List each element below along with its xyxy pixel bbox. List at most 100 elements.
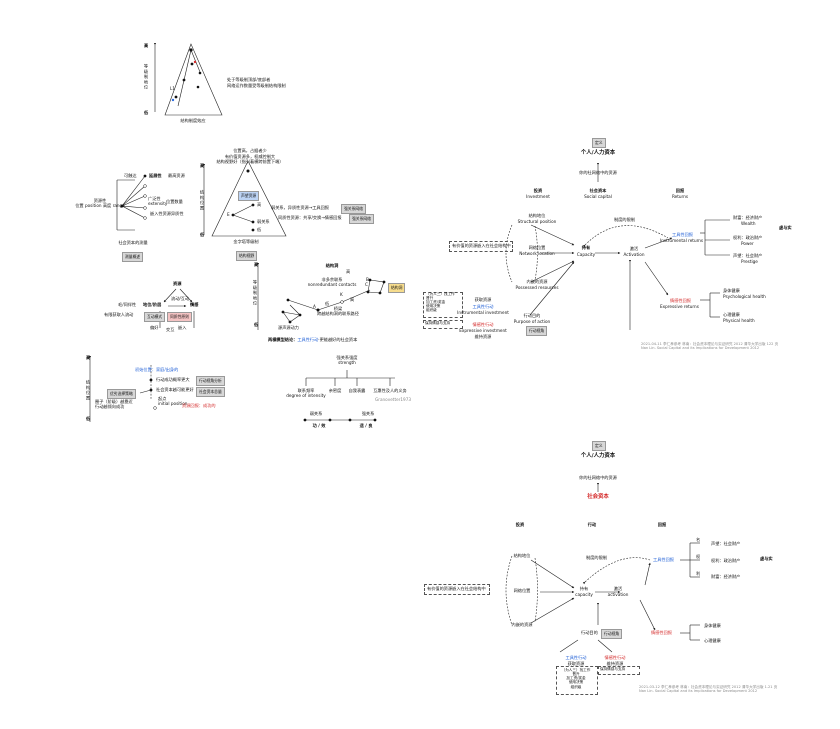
position-high: 高 bbox=[86, 355, 91, 360]
network-low: 低 bbox=[254, 322, 259, 327]
m1-left-box bbox=[423, 292, 463, 318]
m2-struct: 结构地位 bbox=[513, 553, 531, 558]
position-axis-label: 结构位置 bbox=[86, 380, 91, 401]
pyramid-2-highlight-tag: 声望资源 bbox=[238, 191, 260, 201]
cycle-bottom-left: 偏好 bbox=[150, 325, 159, 330]
m2-capacity-en: capacity bbox=[575, 592, 593, 597]
m1-instr-act: 工具性行动 bbox=[472, 304, 494, 309]
pyramid-2-row1: 弱关系，异质性资源→工具回报 bbox=[271, 205, 329, 210]
cycle-top: 资源 bbox=[173, 281, 182, 286]
m1-struct: 结构地位 bbox=[528, 213, 546, 218]
network-axis-label: 等级制地位 bbox=[253, 280, 258, 306]
m1-psych: 身体健康 bbox=[723, 288, 740, 293]
network-label-k: K bbox=[340, 292, 343, 297]
m1-returns: 回报 bbox=[675, 188, 685, 193]
m2-expressive-ret: 情感性回报 bbox=[651, 630, 672, 635]
m2-inequality-box bbox=[424, 584, 490, 595]
network-label-low: 低 bbox=[325, 301, 330, 306]
m1-netloc-en: Network location bbox=[519, 251, 555, 256]
pyramid-1-caption: 结构制度效应 bbox=[180, 118, 206, 123]
m2-prestige: 声望：社会财产 bbox=[711, 541, 741, 546]
m1-top-tag: 定义 bbox=[592, 138, 606, 148]
m2-purpose-tag: 行动视角 bbox=[601, 629, 623, 639]
m2-credit: 2021-03-12 李仁孝参考 林南：社会资本理论与实证研究 2012 清华大… bbox=[639, 685, 778, 694]
m2-purpose: 行动目的 bbox=[581, 630, 598, 635]
m2-social: 社会资本 bbox=[587, 494, 609, 500]
m2-expr-act: 情感性行动 bbox=[604, 655, 626, 660]
m1-inequality-note: 有价值的资源嵌入在社会结构中 bbox=[452, 243, 511, 248]
m2-left-box-2 bbox=[598, 666, 640, 675]
m2-power2: 权利：政治财产 bbox=[711, 558, 741, 563]
m2-investment: 投资 bbox=[515, 522, 525, 527]
strength-b2: 亲密度 bbox=[328, 388, 342, 393]
m2-profit: 利 bbox=[696, 571, 701, 576]
m1-capacity: 持有 bbox=[581, 245, 591, 250]
position-l3: 起点 initial position bbox=[158, 396, 188, 407]
network-tag: 结构洞 bbox=[388, 283, 406, 293]
m2-left-box bbox=[556, 666, 598, 695]
pyramid-1-high: 高 bbox=[144, 43, 149, 48]
m1-instr-top: 获取资源 bbox=[474, 297, 492, 302]
m1-instrumental-ret: 工具性回报 bbox=[672, 232, 693, 237]
network-node-b: B bbox=[366, 277, 369, 282]
pyramid-2-triangle bbox=[211, 160, 287, 237]
m1-phys: 心理健康 bbox=[723, 312, 740, 317]
m2-phys: 心理健康 bbox=[704, 638, 721, 643]
m1-power-en: Power bbox=[741, 241, 754, 246]
pyramid-2-item-a: 高 bbox=[257, 202, 262, 207]
m1-prestige-en: Prestige bbox=[741, 259, 758, 264]
m1-phys-en: Physical health bbox=[723, 318, 755, 323]
strength-strong: 强关系 bbox=[361, 411, 375, 416]
measure-caption-tag: 测量概述 bbox=[122, 252, 144, 262]
m2-capacity: 持有 bbox=[579, 586, 589, 591]
network-caption-pre: 两横模型结论： bbox=[268, 337, 298, 342]
m1-wealth: 财富：经济财产 bbox=[733, 215, 763, 220]
m1-prestige: 声望：社会财产 bbox=[733, 253, 763, 258]
m1-social: 社会资本 bbox=[589, 188, 607, 193]
m2-wealth: 财富：经济财产 bbox=[711, 574, 741, 579]
position-l4: 资源回报：成功的 bbox=[182, 403, 216, 408]
m1-left-box-2-text: 保持情感与支持 bbox=[425, 321, 451, 325]
pyramid-1-axis-label: 等级制地位 bbox=[144, 64, 149, 90]
m2-netloc: 网络位置 bbox=[513, 588, 531, 593]
m1-purpose: 行动目的 bbox=[523, 313, 541, 318]
measure-left-label: 资源性 位置 position 高度 range bbox=[75, 198, 125, 209]
measure-caption: 社会资本的测量 bbox=[118, 240, 148, 245]
position-l2: 社会资本越可能更好 bbox=[156, 387, 194, 392]
m1-struct-en: Structural position bbox=[517, 219, 557, 224]
measure-reach: 延展性 bbox=[149, 173, 162, 178]
m1-expr-act: 情感性行动 bbox=[472, 322, 494, 327]
m1-possessed-en: Possessed resources bbox=[515, 285, 559, 290]
m1-returns-en: Returns bbox=[671, 194, 689, 199]
strength-weak: 弱关系 bbox=[309, 411, 323, 416]
cycle-right: 情感 bbox=[190, 302, 199, 307]
measure-range-note: 最高资源 bbox=[168, 173, 185, 178]
m2-instrumental-ret: 工具性回报 bbox=[653, 557, 674, 562]
m1-possessed: 内嵌的资源 bbox=[526, 279, 548, 284]
m1-power: 权利：政治财产 bbox=[733, 235, 763, 240]
m1-left-box-text: （为人三）找工作 晋升 加工资/奖金 使用决策 组织级 bbox=[426, 292, 455, 312]
pyramid-2-item-low: 低 bbox=[257, 227, 262, 232]
m1-purpose-tag: 行动视角 bbox=[526, 326, 548, 336]
network-caption-post: ·更能越好的社会资本 bbox=[318, 337, 358, 342]
m2-expr-sub: 维持资源 bbox=[606, 661, 624, 666]
pyramid-2-row2: 同质性资源：共享/交换→情感回报 bbox=[278, 215, 342, 220]
strength-b4: 互惠性及人的义务 bbox=[373, 388, 407, 393]
pyramid-2-top-note: 位置高，占据者少 有价值资源多，权威控制大 结构视野好（指引着横跨前置下端） bbox=[216, 148, 284, 165]
m2-left-box-2-text: 保持情感与支持 bbox=[600, 667, 626, 671]
m1-inequality-box bbox=[449, 241, 513, 252]
pyramid-1-note: 处于等级制顶部/底部者 网络运作数量受等级制结构限制 bbox=[227, 77, 286, 89]
strength-b3: 自我表露 bbox=[348, 388, 366, 393]
pyramid-2-item-e: E bbox=[227, 212, 230, 217]
m2-name: 名 bbox=[696, 537, 701, 542]
m2-psych: 身体健康 bbox=[704, 623, 721, 628]
pyramid-1-line-left bbox=[177, 49, 192, 107]
network-label-highest: 高 bbox=[346, 269, 351, 274]
position-low: 低 bbox=[86, 416, 91, 421]
m1-credit: 2021-04-11 李仁孝参考 林南：社会资本理论与实证研究 2012 清华大… bbox=[641, 342, 779, 351]
m2-possessed: 内嵌的资源 bbox=[511, 622, 533, 627]
m1-embedded: 你的社网络中的资源 bbox=[579, 170, 617, 175]
strength-between: 功 / 效 bbox=[312, 423, 326, 428]
strength-b1: 联系频率 degree of intensity bbox=[286, 388, 326, 399]
